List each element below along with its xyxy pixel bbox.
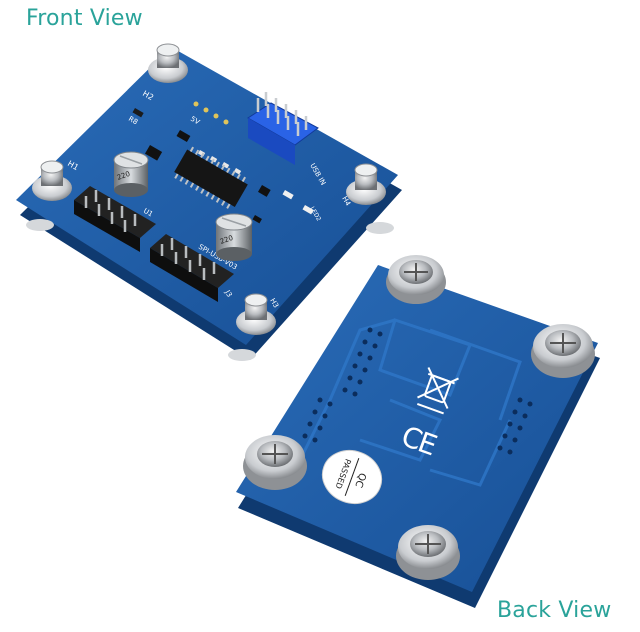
back-screw-bottom: [396, 525, 460, 580]
black-pin-header-j3: [150, 234, 234, 302]
silk-r8: R8: [127, 115, 139, 127]
weee-bin-icon: [416, 367, 459, 415]
qc-text: QC: [352, 471, 367, 489]
back-screw-left: [243, 435, 307, 490]
back-pcb: [236, 265, 598, 592]
back-screw-right: [531, 324, 595, 378]
capacitor-right: 220: [215, 213, 253, 261]
back-screw-top: [386, 255, 446, 304]
blue-pin-header: [247, 92, 319, 165]
silk-5v: 5V: [189, 115, 201, 127]
front-view-label: Front View: [26, 6, 143, 31]
back-board: CE QC PASSED: [236, 255, 600, 608]
front-screw-bottom: [236, 293, 276, 335]
back-view-label: Back View: [497, 598, 612, 623]
front-screw-right: [346, 163, 386, 205]
silk-u1: U1: [142, 207, 154, 219]
qc-passed-sticker: QC PASSED: [321, 450, 383, 504]
front-screw-top: [148, 43, 188, 83]
silk-j3: J3: [223, 288, 234, 299]
main-ic: [174, 146, 248, 209]
front-board: H2 R8 H1 5V USB IN H4 U1 SPI-USB-V03 H3 …: [16, 43, 402, 361]
black-pin-header-j1: [74, 186, 156, 252]
capacitor-left: 220: [113, 151, 149, 197]
front-screw-left: [32, 160, 72, 201]
silk-h3: H3: [268, 297, 280, 309]
